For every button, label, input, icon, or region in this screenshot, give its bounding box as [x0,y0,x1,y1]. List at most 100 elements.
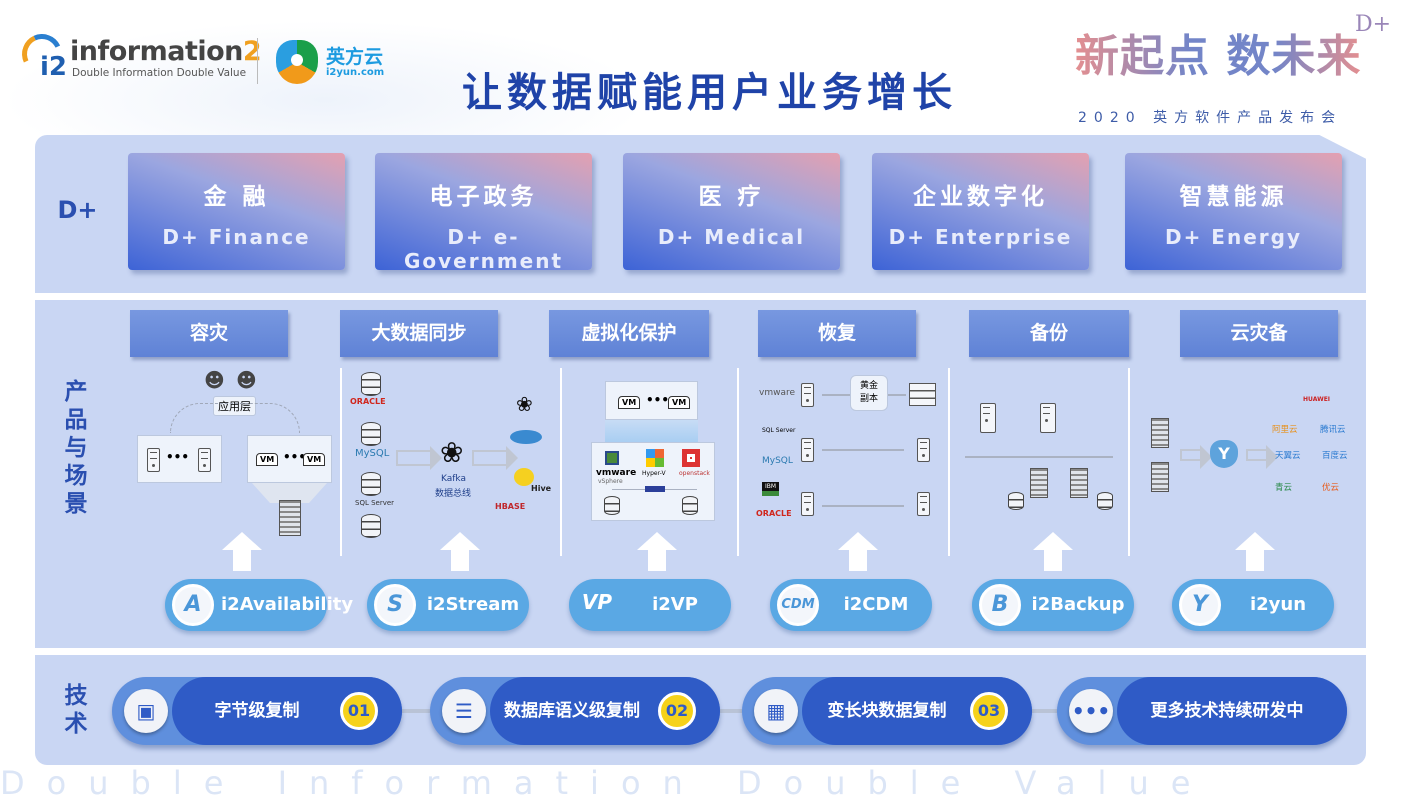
arrow-up-icon [1033,532,1073,572]
database-icon [361,422,381,446]
dots: ••• [646,393,670,407]
vm-icon: VM [256,453,279,466]
event-name: 2020 英方软件产品发布会 [1078,110,1343,126]
tech-number-badge: 01 [340,692,378,730]
oracle-label: ORACLE [756,509,792,518]
vsphere-icon [605,451,619,465]
vm-icon: VM [668,396,691,409]
hbase-label: HBASE [495,502,526,511]
openstack-icon [682,449,700,467]
server-icon [147,448,160,472]
tencent-cloud-logo: 腾讯云 [1320,425,1346,435]
product-label: i2VP [652,594,698,615]
server-icon [801,383,814,407]
product-label: i2Stream [426,594,520,615]
section-dr: 容灾 [130,310,288,357]
oracle-label: ORACLE [350,397,386,406]
hive-label: Hive [531,484,552,493]
storage-rack-icon [1151,418,1169,448]
product-i2vp[interactable]: VP i2VP [569,579,731,631]
section-backup: 备份 [969,310,1129,357]
more-icon: ••• [1069,689,1113,733]
industry-en: D+ Medical [657,225,806,249]
vmware-label: vmware [759,388,796,398]
server-icon [801,492,814,516]
server-icon [1040,403,1056,433]
mysql-label: MySQL [355,448,390,459]
logo2-en: i2yun.com [326,67,385,78]
vm-host-box: VM ••• VM [247,435,332,483]
section-divider [737,368,739,556]
tech-number-badge: 02 [658,692,696,730]
tech-label: 数据库语义级复制 [504,701,640,721]
projection-beam [605,420,698,442]
golden-copy-box: 黄金副本 [850,375,888,411]
connector-line [400,709,432,713]
arrow-right-icon [396,446,442,470]
aliyun-logo: 阿里云 [1272,425,1298,435]
logo-main: information2 [70,36,262,67]
mysql-label: MySQL [762,456,793,466]
hive-icon [514,468,534,486]
arrow-line [822,394,850,396]
storage-rack-icon [1030,468,1048,498]
huawei-logo: HUAWEI [1303,396,1331,403]
connector-line [718,709,744,713]
tech-more[interactable]: •••更多技术持续研发中 [1057,677,1347,745]
arrow-right-icon [1246,445,1278,469]
watermark: Double Information Double Value [0,764,1213,802]
industry-en: D+ Energy [1164,225,1302,249]
dots: ••• [283,450,307,464]
arrow-up-icon [637,532,677,572]
i2availability-icon: A [172,584,214,626]
i2backup-icon: B [979,584,1021,626]
storage-array-icon [909,383,936,406]
section-divider [1128,368,1130,556]
product-label: i2CDM [843,594,909,615]
windows-icon [646,449,664,467]
ucloud-logo: 优云 [1322,483,1340,493]
database-icon [361,372,381,396]
vm-box: VM ••• VM [605,381,698,420]
vmware-label: vmware [596,468,637,478]
section-virtualization: 虚拟化保护 [549,310,709,357]
storage-rack-icon [279,500,301,536]
section-cloud-dr: 云灾备 [1180,310,1338,357]
section-divider [340,368,342,556]
i2yun-logo: 英方云 i2yun.com [276,40,396,84]
section-recovery: 恢复 [758,310,916,357]
scenarios-label: 产品与场景 [64,379,88,517]
slogan-mark: D+ [1355,12,1392,37]
arrow-up-icon [222,532,262,572]
kafka-label: Kafka [441,474,466,484]
tech-label: 变长块数据复制 [827,701,947,721]
dots: ••• [166,450,190,464]
storage-rack-icon [1151,462,1169,492]
i2vp-icon: VP [581,590,613,614]
page-title: 让数据赋能用户业务增长 [462,70,957,116]
user-icon: ☻ [204,368,225,392]
arrow-line [822,449,904,451]
vm-icon: VM [303,453,326,466]
database-icon [604,496,620,515]
databus-label: 数据总线 [435,489,472,499]
user-icon: ☻ [236,368,257,392]
database-icon [361,514,381,538]
section-bigdata: 大数据同步 [340,310,498,357]
server-icon [198,448,211,472]
tech-label: 字节级复制 [214,701,300,721]
arrow-right-icon [472,446,518,470]
